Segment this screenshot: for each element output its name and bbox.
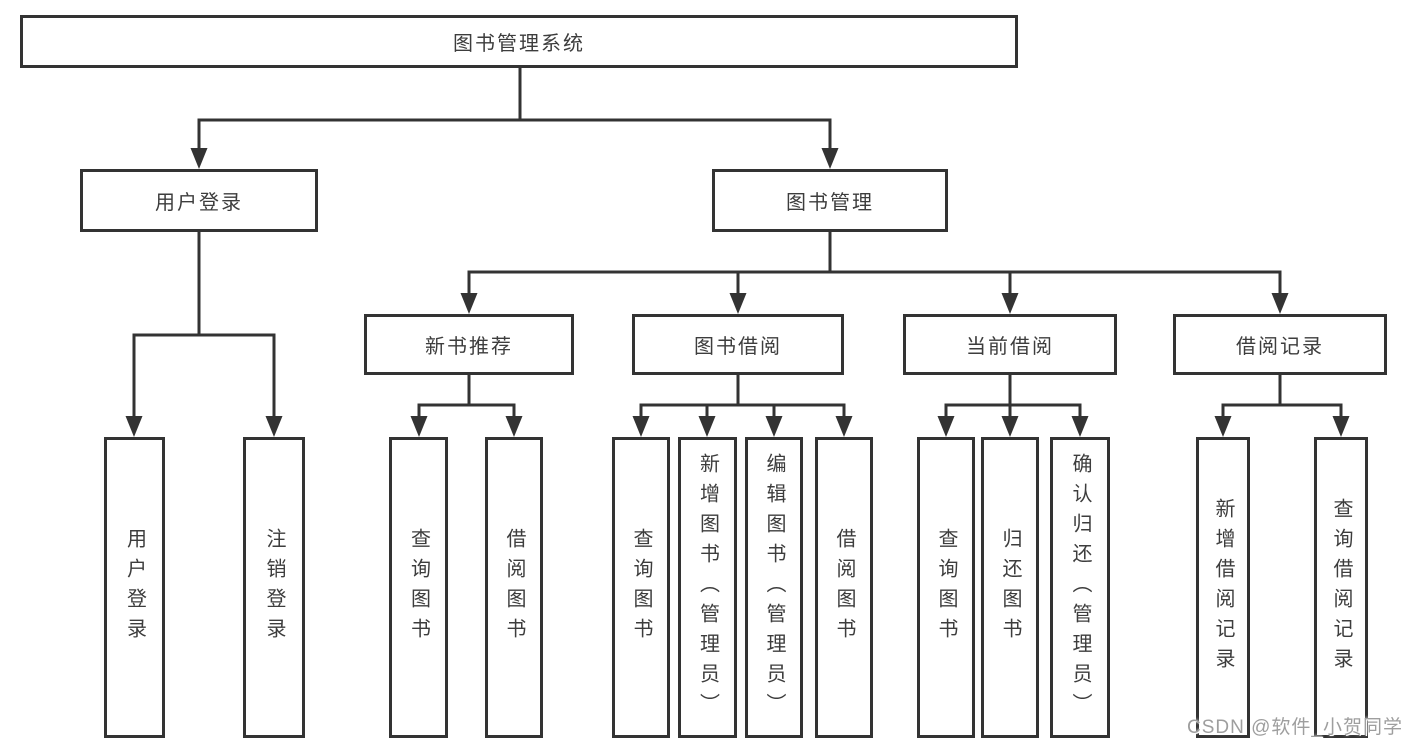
node-add-books-admin: 新增图书（管理员） bbox=[678, 437, 737, 738]
node-logout-login: 注销登录 bbox=[243, 437, 305, 738]
node-query-books-recommend: 查询图书 bbox=[389, 437, 448, 738]
node-book-management: 图书管理 bbox=[712, 169, 948, 232]
node-new-book-recommend: 新书推荐 bbox=[364, 314, 574, 375]
node-borrow-books: 借阅图书 bbox=[815, 437, 873, 738]
node-add-borrow-record: 新增借阅记录 bbox=[1196, 437, 1250, 738]
node-book-borrowing: 图书借阅 bbox=[632, 314, 844, 375]
node-current-borrowing: 当前借阅 bbox=[903, 314, 1117, 375]
node-user-login: 用户登录 bbox=[104, 437, 165, 738]
csdn-watermark: CSDN @软件_小贺同学 bbox=[1187, 717, 1403, 738]
node-return-books: 归还图书 bbox=[981, 437, 1039, 738]
node-query-borrow-record: 查询借阅记录 bbox=[1314, 437, 1368, 738]
node-library-management-system: 图书管理系统 bbox=[20, 15, 1018, 68]
node-query-books-borrowing: 查询图书 bbox=[612, 437, 670, 738]
node-borrow-records: 借阅记录 bbox=[1173, 314, 1387, 375]
node-confirm-return-admin: 确认归还（管理员） bbox=[1050, 437, 1110, 738]
node-edit-books-admin: 编辑图书（管理员） bbox=[745, 437, 803, 738]
node-query-books-current: 查询图书 bbox=[917, 437, 975, 738]
node-borrow-books-recommend: 借阅图书 bbox=[485, 437, 543, 738]
node-user-login-branch: 用户登录 bbox=[80, 169, 318, 232]
